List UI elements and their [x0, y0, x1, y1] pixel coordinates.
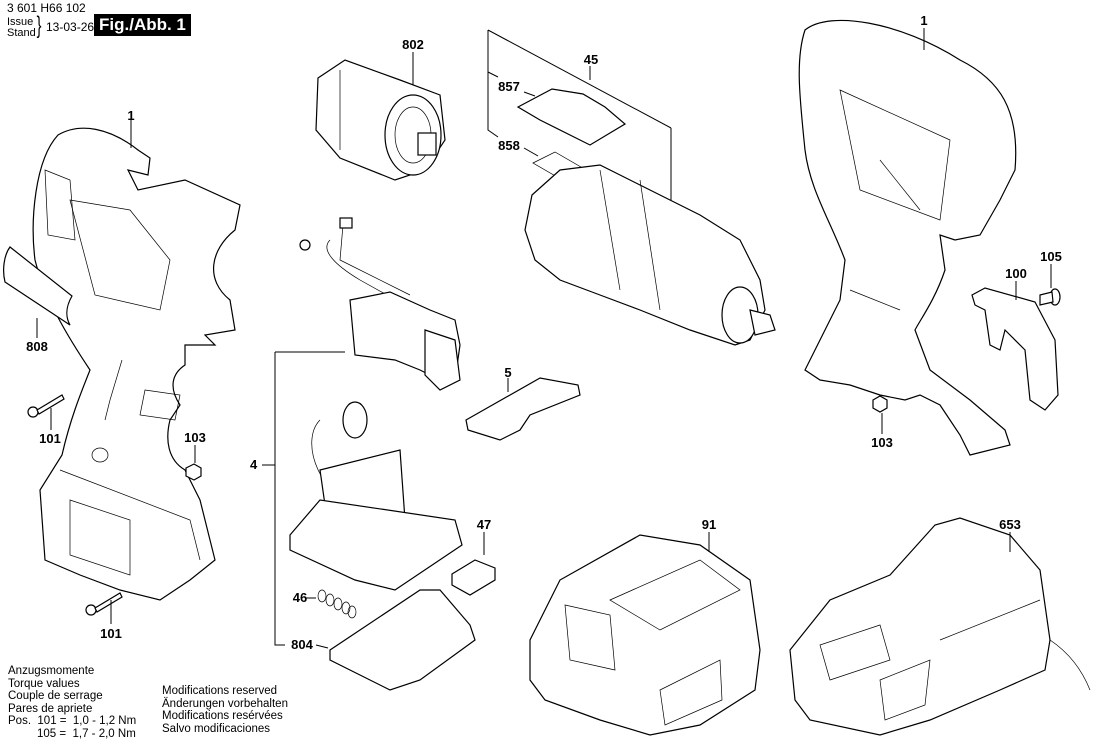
modifications-en: Modifications reserved [162, 685, 288, 698]
callout-spring: 46 [293, 591, 307, 605]
callout-charger: 653 [999, 518, 1021, 532]
modifications-es: Salvo modificaciones [162, 723, 288, 736]
callout-gear-clip: 858 [498, 139, 520, 153]
torque-heading-fr: Couple de serrage [8, 690, 136, 703]
torque-pos: 101 [37, 715, 56, 727]
callout-motor: 802 [402, 38, 424, 52]
screw-upper[interactable] [28, 395, 64, 417]
callout-belt-clip-screw: 105 [1040, 250, 1062, 264]
callout-led-lens: 47 [477, 518, 491, 532]
callout-screw-upper: 101 [39, 432, 61, 446]
torque-row: 105 = 1,7 - 2,0 Nm [8, 728, 136, 740]
callout-nut-left: 103 [184, 431, 206, 445]
torque-range: 1,0 - 1,2 Nm [73, 715, 136, 727]
switch-slider[interactable] [466, 378, 580, 440]
callout-housing-right: 1 [920, 14, 927, 28]
pos-label: Pos. [8, 715, 31, 727]
gear-cover[interactable] [518, 89, 625, 145]
modifications-de: Änderungen vorbehalten [162, 698, 288, 711]
callout-gearbox-assembly: 45 [584, 53, 598, 67]
nut-right[interactable] [873, 396, 887, 412]
torque-heading-es: Pares de apriete [8, 703, 136, 716]
callout-nut-right: 103 [871, 436, 893, 450]
battery-contact-plate[interactable] [330, 590, 475, 690]
callout-switch-slider: 5 [504, 366, 511, 380]
housing-right-half[interactable] [799, 20, 1016, 455]
callout-housing-left: 1 [127, 109, 134, 123]
gearbox-chuck[interactable] [525, 165, 775, 345]
torque-heading-en: Torque values [8, 678, 136, 691]
callout-nameplate: 808 [26, 340, 48, 354]
callout-gear-cover: 857 [498, 80, 520, 94]
modifications-notice: Modifications reserved Änderungen vorbeh… [162, 685, 288, 735]
battery-pack[interactable] [530, 535, 760, 735]
switch-assembly[interactable] [290, 218, 462, 590]
belt-clip[interactable] [972, 288, 1058, 410]
callout-battery-contact-plate: 804 [291, 638, 313, 652]
callout-screw-lower: 101 [100, 627, 122, 641]
modifications-fr: Modifications resérvées [162, 710, 288, 723]
screw-lower[interactable] [86, 593, 122, 615]
belt-clip-screw[interactable] [1040, 289, 1060, 305]
torque-values-block: Anzugsmomente Torque values Couple de se… [8, 665, 136, 740]
led-lens[interactable] [452, 560, 495, 595]
charger[interactable] [790, 518, 1090, 735]
callout-belt-clip: 100 [1005, 267, 1027, 281]
housing-left-half[interactable] [33, 128, 240, 600]
callout-switch-assembly: 4 [250, 458, 257, 472]
torque-heading-de: Anzugsmomente [8, 665, 136, 678]
torque-row: Pos. 101 = 1,0 - 1,2 Nm [8, 715, 136, 728]
motor[interactable] [316, 60, 445, 180]
callout-battery: 91 [702, 518, 716, 532]
nut-left[interactable] [186, 464, 201, 480]
spring[interactable] [318, 590, 356, 618]
